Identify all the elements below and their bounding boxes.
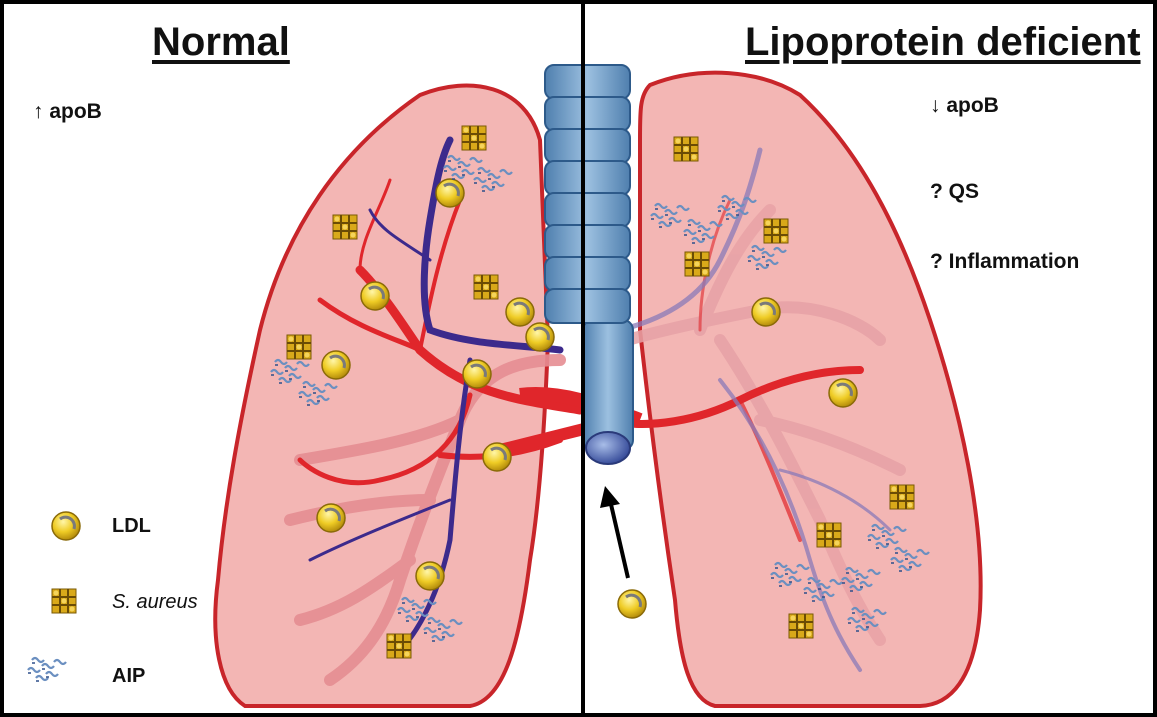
right-lung	[640, 73, 981, 706]
legend-label-aip: AIP	[112, 665, 145, 688]
s-aureus-icon	[52, 589, 76, 613]
left-panel-title: Normal	[152, 20, 290, 65]
legend-label-ldl: LDL	[112, 515, 151, 538]
right-note-apob: ↓ apoB	[930, 94, 999, 118]
right-panel-title: Lipoprotein deficient	[745, 20, 1141, 65]
ldl-particle-icon	[52, 512, 80, 540]
left-note-apob: ↑ apoB	[33, 100, 102, 124]
ldl-uptake-arrow	[600, 486, 646, 618]
aip-icon	[28, 658, 66, 681]
right-note-inflammation: ? Inflammation	[930, 250, 1079, 274]
legend-icons	[28, 512, 80, 681]
right-note-qs: ? QS	[930, 180, 979, 204]
legend-label-s-aureus: S. aureus	[112, 591, 198, 614]
